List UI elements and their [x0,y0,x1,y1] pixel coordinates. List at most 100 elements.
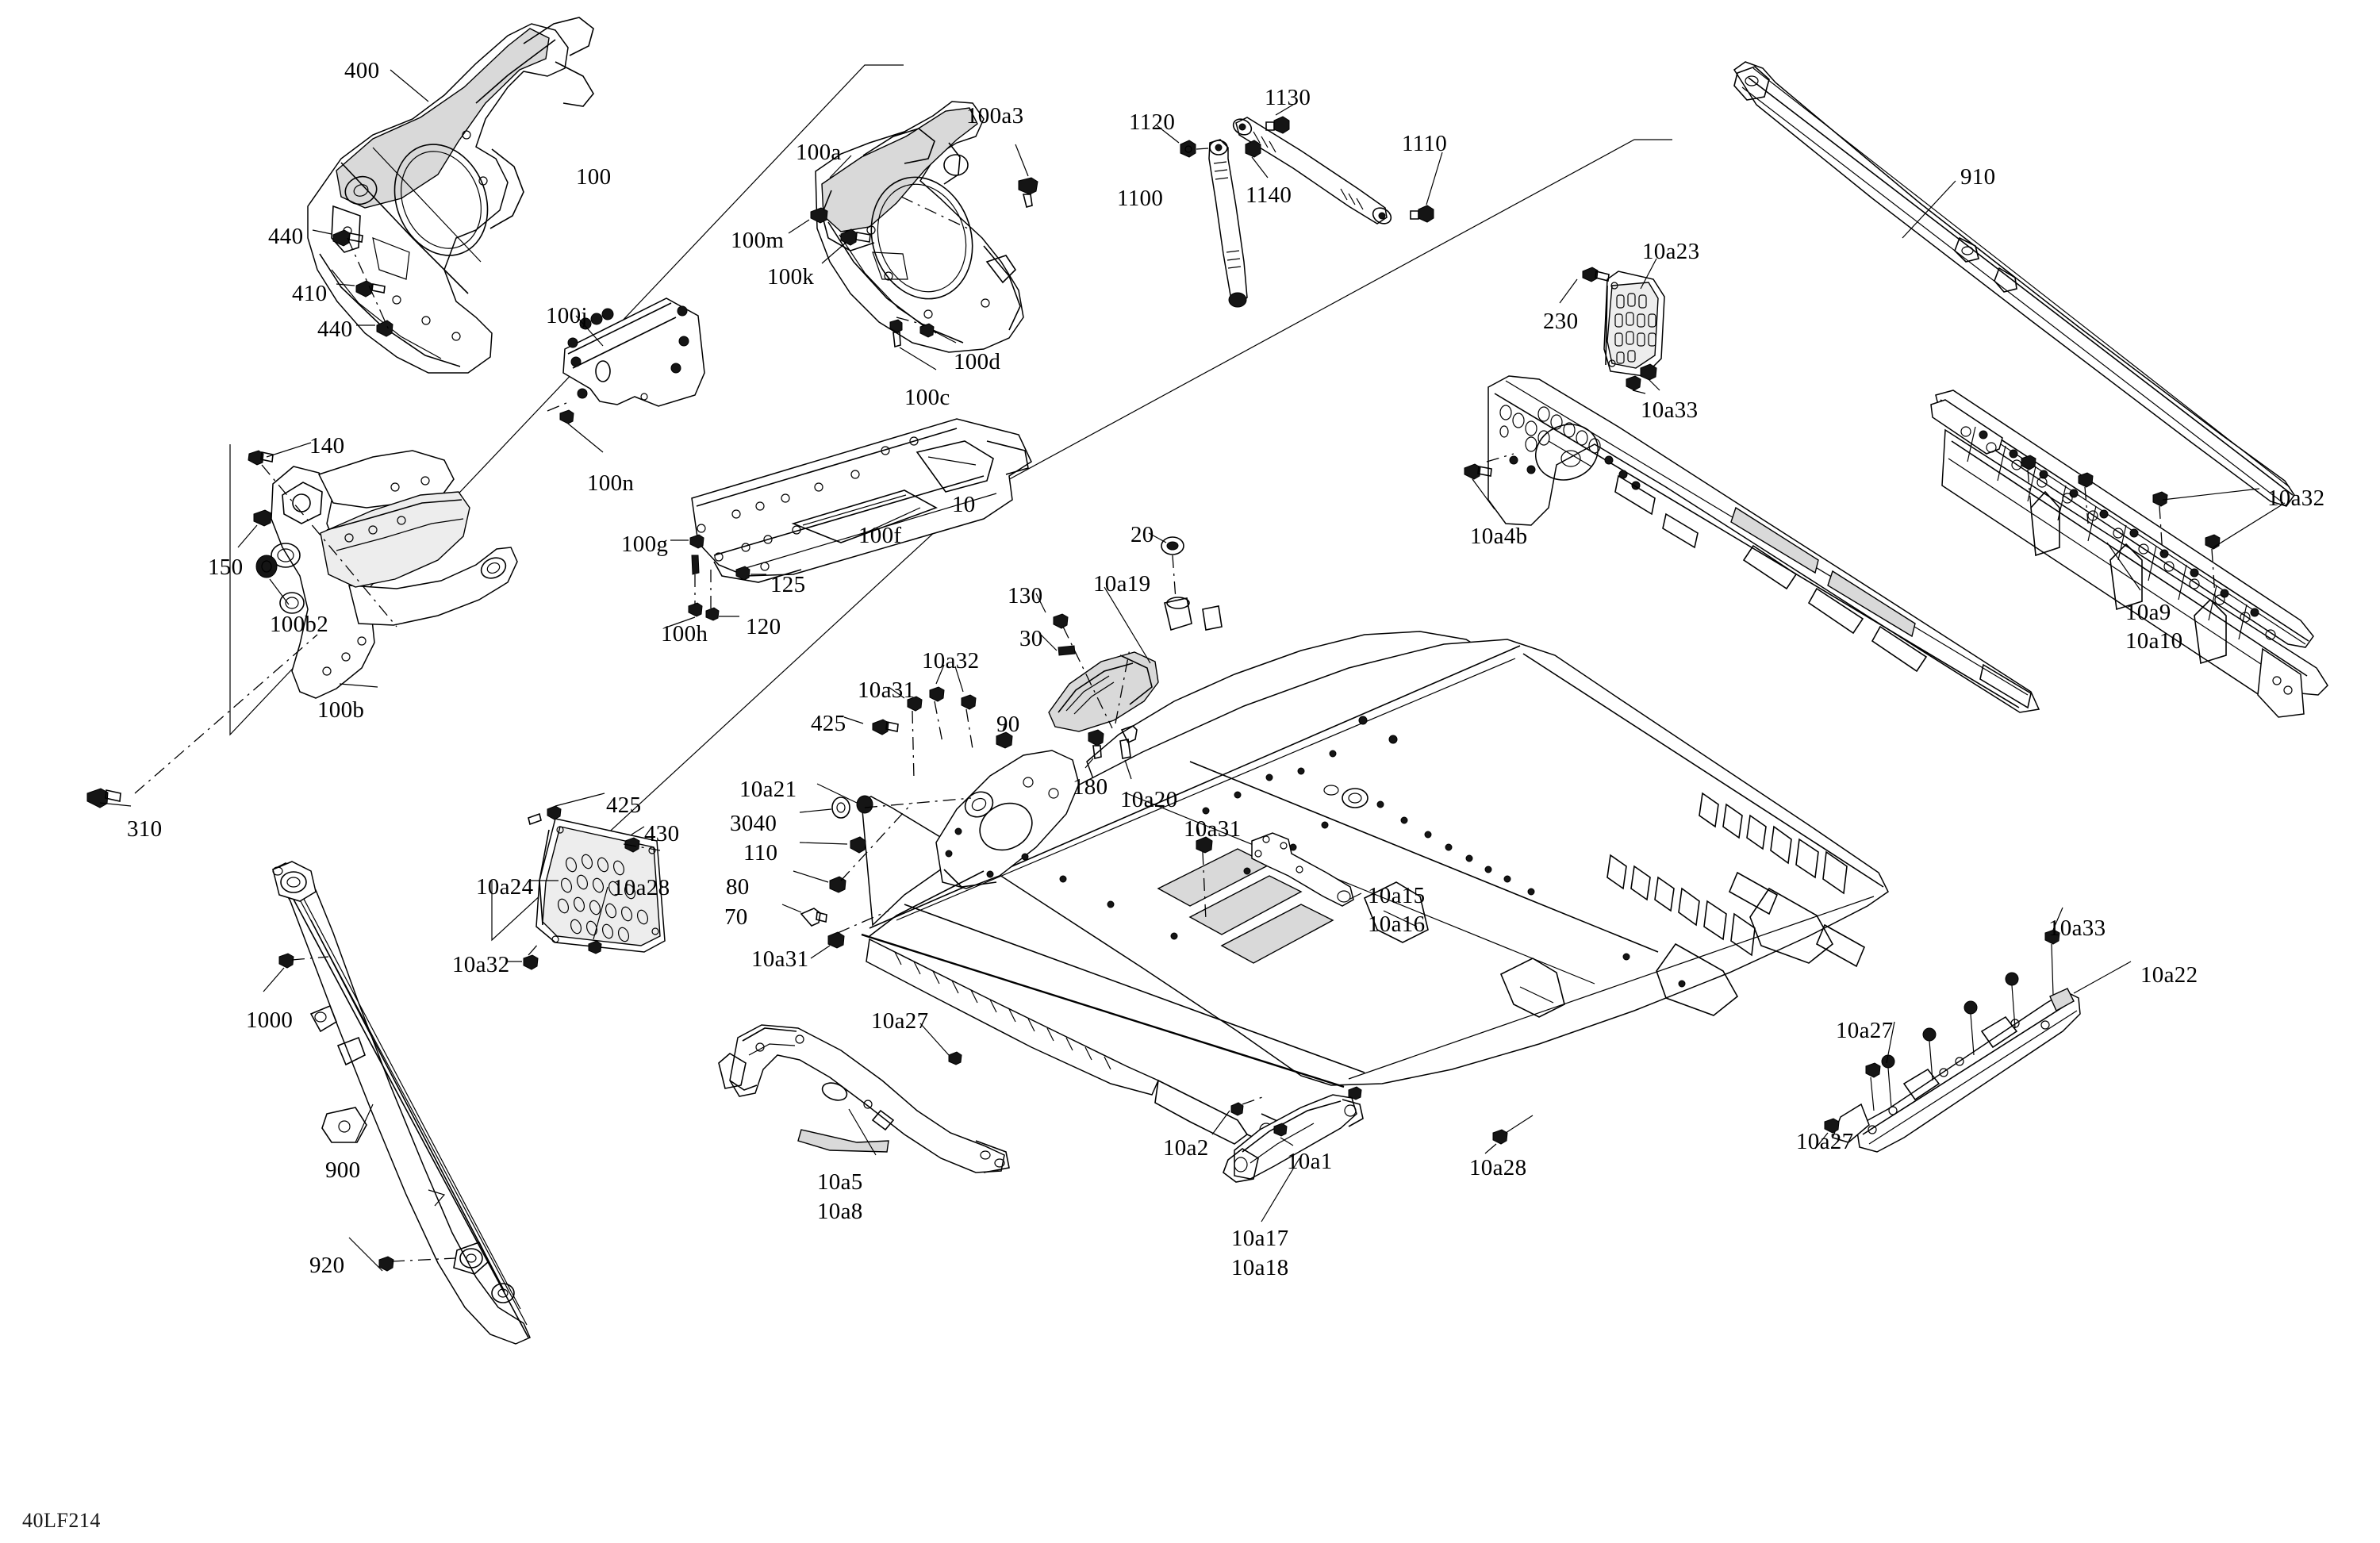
part-910-left-rail [1733,61,2295,507]
callout-10a33-upper: 10a33 [1641,397,1699,423]
callout-90: 90 [996,712,1020,737]
fasteners-10a32-rail [2021,455,2286,597]
callout-20: 20 [1130,522,1154,547]
callout-180: 180 [1073,774,1108,800]
callout-125: 125 [770,572,806,597]
callout-100f: 100f [858,523,902,548]
fastener-10a1 [1273,1123,1294,1146]
callout-10a10: 10a10 [2125,628,2183,654]
fastener-10a2 [1211,1086,1362,1135]
callout-100b: 100b [317,697,365,723]
callout-120: 120 [746,614,781,639]
part-10a9-rail-assembly [1930,390,2328,718]
callout-10a21: 10a21 [739,777,797,802]
fastener-20 [1148,532,1223,631]
callout-100d: 100d [954,349,1001,374]
callout-1130: 1130 [1265,85,1311,110]
group-bracket-100 [229,64,904,736]
callout-100k: 100k [767,264,815,290]
callout-230: 230 [1543,309,1579,334]
callout-10a32-rail: 10a32 [2267,486,2325,511]
part-10a19-bracket [1048,651,1159,732]
callout-1140: 1140 [1246,182,1292,208]
callout-10a17: 10a17 [1231,1226,1289,1251]
part-10a5-brace [718,1024,1010,1173]
callout-10a22: 10a22 [2140,962,2198,988]
fasteners-100m-100k [788,207,871,264]
callout-10a19: 10a19 [1093,571,1151,597]
callout-10a15: 10a15 [1368,883,1426,908]
leader-10a5 [848,1108,877,1156]
fasteners-100g-100h-125-120 [667,534,766,628]
fasteners-180-10a20 [1084,648,1138,780]
callout-920: 920 [309,1253,345,1278]
fastener-100a3 [1015,144,1038,208]
leader-10a9 [2106,542,2141,591]
callout-3040: 3040 [730,811,777,836]
callout-70: 70 [724,904,748,930]
callout-10a2: 10a2 [1163,1135,1209,1161]
callout-100a3: 100a3 [966,103,1024,129]
callout-10a32-tunnel: 10a32 [922,648,980,674]
callout-440-lower: 440 [317,317,353,342]
callout-10a31-b: 10a31 [1184,816,1242,842]
leader-100b [339,683,378,688]
callout-1000: 1000 [246,1008,294,1033]
callout-10a27-c: 10a27 [1796,1129,1854,1154]
fasteners-left-column [781,783,972,959]
callout-10a8: 10a8 [817,1199,863,1224]
callout-10a23: 10a23 [1642,239,1700,264]
leader-10a19 [1104,586,1151,664]
callout-410: 410 [292,281,328,306]
fastener-10a27-brace [948,1051,962,1065]
callout-100g: 100g [621,532,669,557]
callout-150: 150 [208,555,244,580]
callout-100n: 100n [587,470,635,496]
part-10a22-trim [1832,988,2081,1153]
callout-10a4b: 10a4b [1470,524,1528,549]
callout-400: 400 [344,58,380,83]
callout-1110: 1110 [1402,131,1448,156]
part-10a15-link-arm [1251,832,1354,907]
fasteners-140-150-100b2 [134,442,397,794]
callout-900: 900 [325,1157,361,1183]
callout-140: 140 [309,433,345,459]
callout-10a9: 10a9 [2125,600,2171,625]
callout-100m: 100m [731,228,785,253]
sheet-id-label: 40LF214 [22,1509,101,1532]
part-100a-front-module [815,101,1024,353]
callout-10a20: 10a20 [1120,787,1178,812]
fastener-10a4b [1464,453,1514,510]
callout-30: 30 [1019,626,1043,651]
callout-10: 10 [952,492,976,517]
part-100b-lower-bracket [271,450,518,699]
callout-100b2: 100b2 [270,612,328,637]
callout-110: 110 [743,840,778,866]
callout-10a28-b: 10a28 [1469,1155,1527,1180]
callout-10a16: 10a16 [1368,912,1426,937]
callout-1120: 1120 [1129,109,1176,135]
part-1100-shock-links [1208,117,1392,308]
leader-910 [1902,180,1956,239]
leader-10a22 [2073,961,2132,994]
callout-10a31-a: 10a31 [858,677,916,703]
callout-100a: 100a [796,140,842,165]
callout-10a31-c: 10a31 [751,946,809,972]
callout-10a28-a: 10a28 [612,875,670,900]
part-100f-center-member [691,418,1032,583]
callout-10a5: 10a5 [817,1169,863,1195]
fasteners-130-30 [1035,593,1113,729]
leader-400 [390,69,429,102]
callout-1100: 1100 [1117,186,1164,211]
callout-310: 310 [127,816,163,842]
callout-10a33-lower: 10a33 [2048,915,2106,941]
callout-10a24: 10a24 [476,874,534,900]
callout-10a27-b: 10a27 [1836,1018,1894,1043]
callout-10a27-a: 10a27 [871,1008,929,1034]
callout-100j: 100j [546,303,588,328]
leader-10a15 [1348,892,1362,900]
fasteners-100c-100d [889,317,957,370]
fastener-10a28-bottom [1484,1115,1534,1154]
